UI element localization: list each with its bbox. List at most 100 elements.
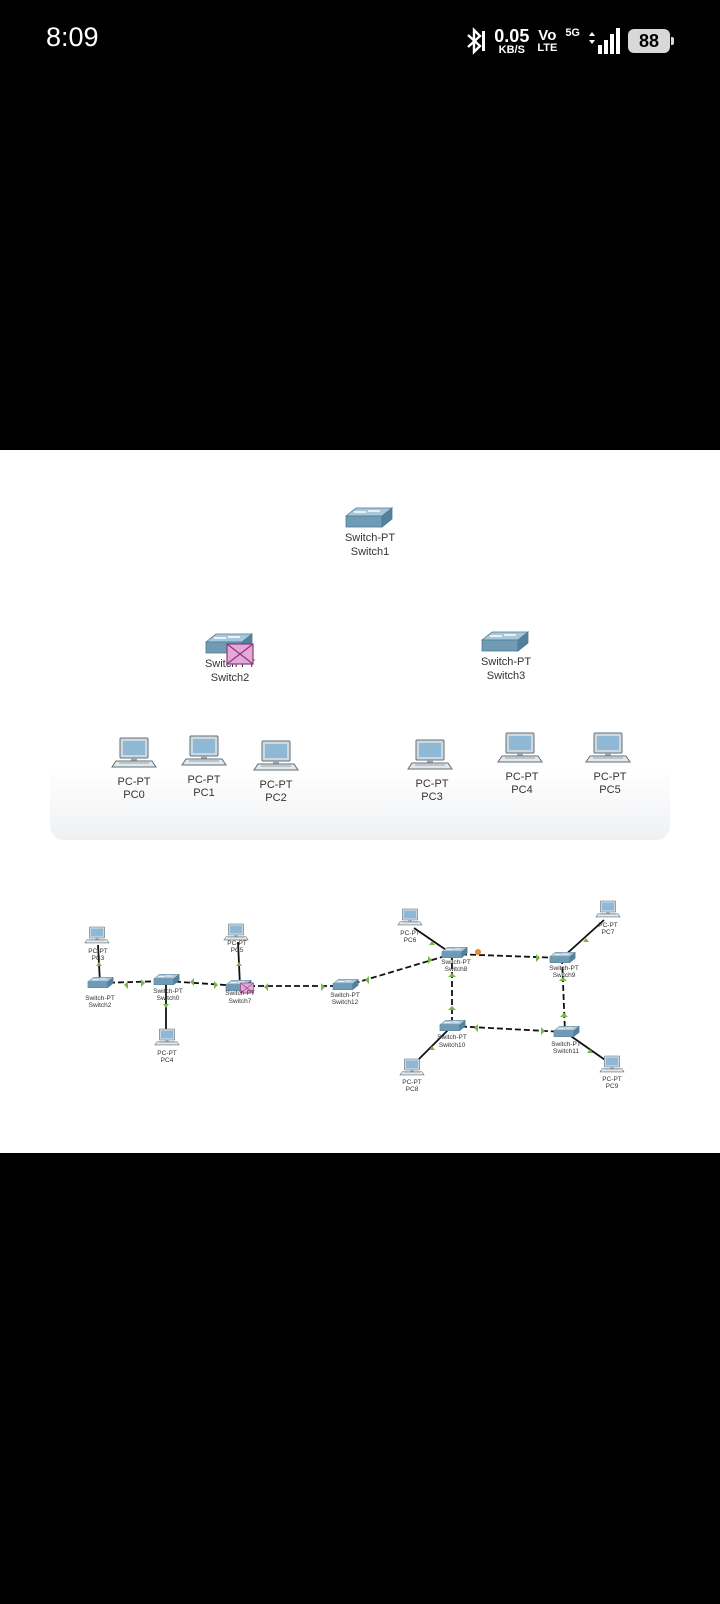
pc-icon [397, 908, 423, 926]
volte-bottom: LTE [537, 42, 558, 54]
pc-node: PC-PT PC1 [181, 735, 227, 799]
pc-icon [399, 1058, 425, 1076]
switch-node [87, 976, 114, 989]
pc-type-label: PC-PT [602, 1076, 622, 1083]
pc-type-label: PC-PT [157, 1050, 177, 1057]
pc-node: PC-PT PC3 [407, 739, 453, 803]
switch-type-label: Switch-PT [225, 990, 255, 997]
status-icons: 0.05 KB/S Vo LTE 5G 88 [464, 24, 674, 58]
pc-node: PC-PT PC4 [497, 732, 543, 796]
switch-node [332, 978, 359, 991]
pc-node [154, 1028, 180, 1046]
pc-name-label: PC3 [92, 955, 105, 962]
switch-type-label: Switch-PT [481, 656, 531, 668]
volte-indicator: Vo LTE [537, 28, 557, 54]
switch-node [553, 1025, 580, 1038]
switch-type-label: Switch-PT [153, 988, 183, 995]
pc-type-label: PC-PT [118, 776, 151, 788]
switch-node [549, 951, 576, 964]
switch-name-label: Switch2 [211, 672, 250, 684]
pc-icon [223, 923, 249, 941]
status-bar: 8:09 0.05 KB/S Vo LTE 5G 88 [0, 0, 720, 80]
pc-name-label: PC3 [421, 791, 442, 803]
switch-node: Switch-PT Switch3 [481, 631, 531, 682]
switch-name-label: Switch1 [351, 546, 390, 558]
pc-name-label: PC5 [599, 784, 620, 796]
switch-node: Switch-PT Switch2 [205, 633, 255, 684]
switch-type-label: Switch-PT [345, 532, 395, 544]
pc-type-label: PC-PT [400, 930, 420, 937]
battery-icon: 88 [628, 29, 674, 53]
diagram-2-link-indicators [96, 938, 593, 1053]
pc-name-label: PC2 [265, 792, 286, 804]
switch-node: Switch-PT Switch1 [345, 507, 395, 558]
pc-type-label: PC-PT [88, 948, 108, 955]
switch-type-label: Switch-PT [85, 995, 115, 1002]
pc-type-label: PC-PT [594, 771, 627, 783]
switch-type-label: Switch-PT [437, 1034, 467, 1041]
pc-node [399, 1058, 425, 1076]
topology-panel-1 [50, 490, 670, 840]
pc-type-label: PC-PT [598, 922, 618, 929]
switch-name-label: Switch9 [553, 972, 576, 979]
pc-type-label: PC-PT [227, 940, 247, 947]
speed-value: 0.05 [494, 25, 530, 46]
switch-node [441, 946, 468, 959]
switch-icon [553, 1025, 580, 1038]
network-speed: 0.05 KB/S [494, 27, 529, 56]
pc-node [84, 926, 110, 944]
pc-type-label: PC-PT [188, 774, 221, 786]
pc-node: PC-PT PC0 [111, 737, 157, 801]
pc-name-label: PC1 [193, 787, 214, 799]
switch-type-label: Switch-PT [330, 992, 360, 999]
pc-name-label: PC9 [606, 1083, 619, 1090]
pc-name-label: PC4 [161, 1057, 174, 1064]
pc-icon [595, 900, 621, 918]
clock: 8:09 [46, 22, 99, 52]
pc-name-label: PC0 [123, 789, 144, 801]
switch-name-label: Switch8 [445, 966, 468, 973]
speed-unit: KB/S [498, 43, 525, 56]
switch-node [439, 1019, 466, 1032]
link-amber-indicator [475, 949, 481, 955]
switch-name-label: Switch7 [229, 998, 252, 1005]
pc-node [595, 900, 621, 918]
switch-type-label: Switch-PT [441, 959, 471, 966]
battery-level: 88 [638, 30, 660, 51]
pc-name-label: PC6 [404, 937, 417, 944]
switch-icon [439, 1019, 466, 1032]
switch-name-label: Switch12 [332, 999, 359, 1006]
switch-type-label: Switch-PT [551, 1041, 581, 1048]
topology-diagram-1-nodes: Switch-PT Switch1 Switch-PT Switch2 Swit… [111, 507, 631, 804]
pc-name-label: PC7 [602, 929, 615, 936]
pc-name-label: PC4 [511, 784, 532, 796]
pc-type-label: PC-PT [260, 779, 293, 791]
pc-type-label: PC-PT [416, 778, 449, 790]
switch-name-label: Switch0 [157, 995, 180, 1002]
switch-icon [441, 946, 468, 959]
pc-node: PC-PT PC5 [585, 732, 631, 796]
switch-name-label: Switch2 [89, 1002, 112, 1009]
switch-icon [153, 973, 180, 986]
pc-icon [84, 926, 110, 944]
pc-node [223, 923, 249, 941]
pc-node [397, 908, 423, 926]
switch-name-label: Switch10 [439, 1042, 466, 1049]
switch-node [153, 973, 180, 986]
network-type: 5G [565, 27, 580, 39]
signal-icon [589, 28, 620, 54]
switch-icon [332, 978, 359, 991]
topology-diagram-2: Switch-PT Switch2 Switch-PT Switch0 Swit… [84, 900, 625, 1093]
volte-top: Vo [538, 27, 557, 44]
pc-node: PC-PT PC2 [253, 740, 299, 804]
pc-type-label: PC-PT [402, 1079, 422, 1086]
pc-icon [154, 1028, 180, 1046]
pc-name-label: PC5 [231, 947, 244, 954]
switch-name-label: Switch11 [553, 1048, 579, 1055]
switch-name-label: Switch3 [487, 670, 526, 682]
switch-icon [87, 976, 114, 989]
switch-type-label: Switch-PT [549, 965, 579, 972]
pc-type-label: PC-PT [506, 771, 539, 783]
image-content: Switch-PT Switch1 Switch-PT Switch2 Swit… [0, 450, 720, 1153]
bluetooth-icon [467, 27, 486, 55]
